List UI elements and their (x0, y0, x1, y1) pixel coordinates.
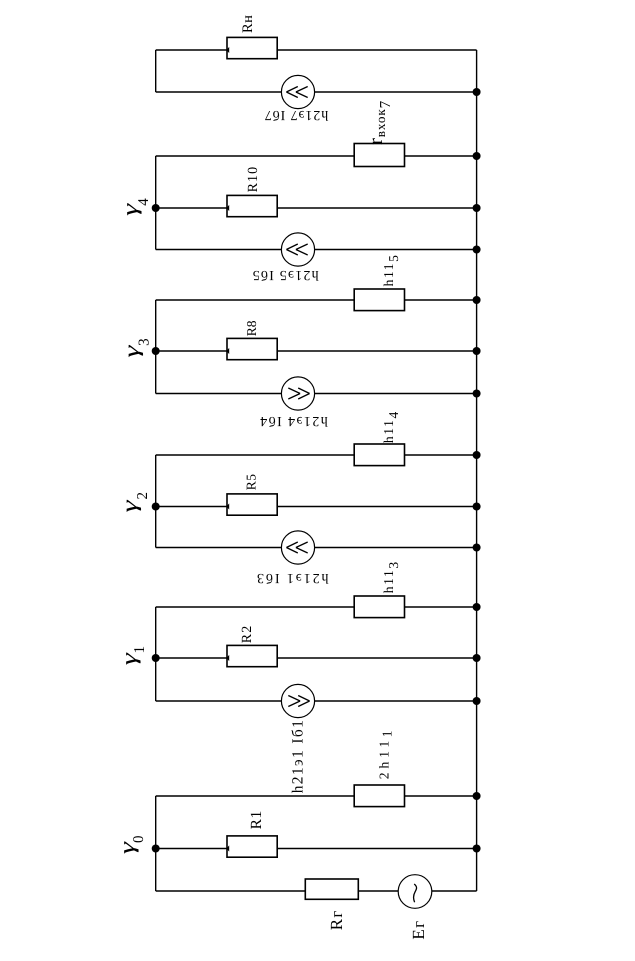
svg-text:γ: γ (117, 653, 141, 666)
svg-text:R10: R10 (246, 166, 261, 193)
svg-text:1: 1 (132, 646, 148, 654)
svg-text:γ: γ (118, 203, 142, 216)
svg-text:h21э1 Iб3: h21э1 Iб3 (255, 570, 328, 585)
svg-text:4: 4 (136, 198, 152, 206)
svg-text:2h111: 2h111 (376, 726, 394, 779)
svg-text:h21э7 Iб7: h21э7 Iб7 (264, 107, 328, 122)
svg-text:Rг: Rг (327, 909, 346, 930)
svg-text:h21э4 Iб4: h21э4 Iб4 (259, 413, 328, 428)
svg-text:γ: γ (119, 345, 143, 358)
svg-text:h21э1 Iб1: h21э1 Iб1 (290, 719, 307, 793)
svg-text:3: 3 (137, 338, 153, 346)
svg-text:R2: R2 (240, 625, 255, 644)
svg-text:h21э5 Iб5: h21э5 Iб5 (251, 267, 318, 282)
svg-text:Eг: Eг (409, 920, 428, 940)
svg-text:R8: R8 (244, 320, 259, 336)
svg-text:Rн: Rн (240, 15, 256, 33)
svg-text:R5: R5 (244, 474, 259, 491)
svg-text:γ: γ (118, 500, 142, 513)
svg-text:0: 0 (131, 836, 147, 844)
svg-text:R1: R1 (248, 810, 265, 829)
svg-text:γ: γ (115, 841, 139, 854)
svg-text:2: 2 (135, 492, 151, 500)
